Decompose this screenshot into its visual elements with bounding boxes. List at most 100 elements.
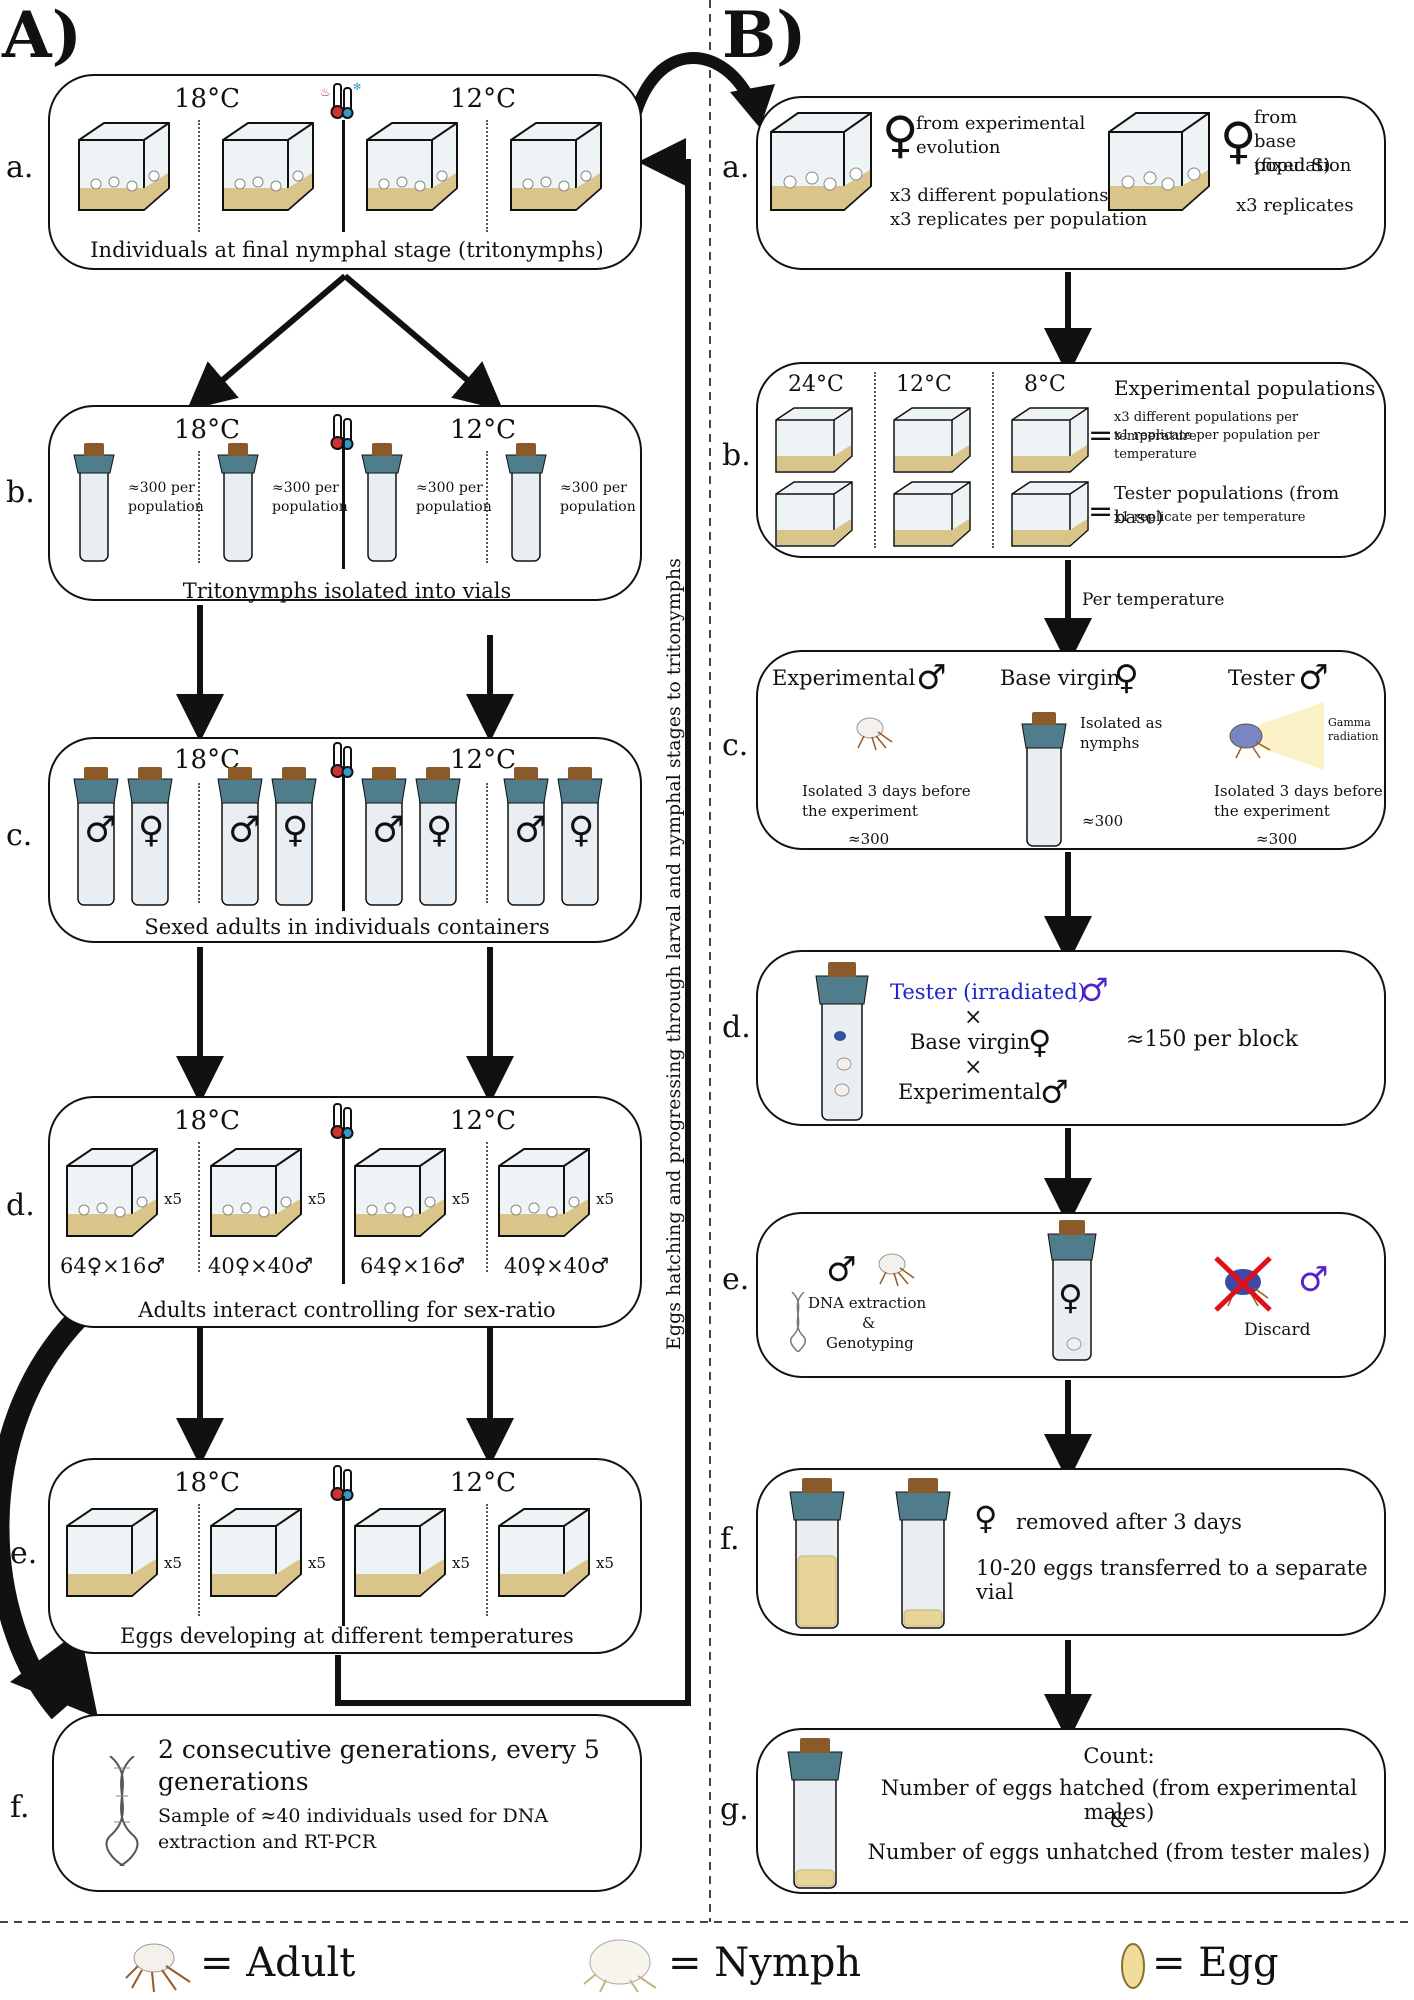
B-d-x-1: ×	[964, 1005, 983, 1030]
male-icon: ♂	[1298, 658, 1329, 698]
male-icon: ♂	[1040, 1073, 1069, 1111]
A-e-temp-18: 18°C	[174, 1468, 240, 1498]
B-g-line4: Number of eggs unhatched (from tester ma…	[867, 1840, 1371, 1864]
box-icon	[772, 404, 856, 480]
B-b-temp-24: 24°C	[788, 372, 844, 397]
thermometer-icon: ✻♨	[320, 80, 364, 124]
box-icon	[494, 1504, 594, 1608]
vial-icon	[788, 1476, 846, 1636]
female-icon: ♀	[426, 810, 453, 851]
B-b-temp-8: 8°C	[1024, 372, 1066, 397]
vial-icon	[360, 441, 404, 569]
discard-cross-icon	[1210, 1254, 1276, 1318]
box-icon	[772, 478, 856, 554]
vial-icon	[504, 441, 548, 569]
box-icon	[362, 118, 462, 222]
B-g-letter: g.	[720, 1792, 749, 1827]
A-d-mult: x5	[164, 1190, 183, 1208]
B-d-letter: d.	[722, 1010, 751, 1045]
box-icon	[206, 1144, 306, 1248]
svg-text:✻: ✻	[353, 82, 361, 93]
B-c-exp-line2: the experiment	[802, 802, 918, 820]
A-e-mult: x5	[164, 1554, 183, 1572]
male-icon: ♂	[1080, 971, 1109, 1009]
A-e-mult: x5	[452, 1554, 471, 1572]
A-c-temp-12: 12°C	[450, 745, 516, 775]
A-b-caption: Tritonymphs isolated into vials	[182, 579, 512, 603]
vial-icon	[72, 765, 120, 913]
box-icon	[74, 118, 174, 222]
B-g-line1: Count:	[1083, 1744, 1155, 1768]
A-b-count: ≈300 per population	[560, 480, 636, 515]
female-icon: ♀	[138, 810, 165, 851]
adult-legend-icon	[124, 1938, 196, 1998]
B-c-exp-line1: Isolated 3 days before	[802, 782, 971, 800]
box-icon	[1104, 108, 1214, 222]
B-a-left-line4: x3 replicates per population	[890, 209, 1148, 230]
B-c-tester-title: Tester	[1228, 666, 1295, 690]
dna-icon	[788, 1291, 808, 1356]
legend-adult: = Adult	[200, 1940, 356, 1986]
male-icon: ♂	[514, 810, 547, 851]
B-g-line3: &	[1109, 1808, 1129, 1832]
B-c-tester-line1: Isolated 3 days before	[1214, 782, 1383, 800]
vial-icon	[894, 1476, 952, 1636]
B-d-exp: Experimental	[898, 1080, 1042, 1104]
female-icon: ♀	[282, 810, 309, 851]
B-c-gamma-1: Gamma	[1328, 716, 1371, 729]
box-icon	[350, 1144, 450, 1248]
B-g-panel: Count: Number of eggs hatched (from expe…	[756, 1728, 1386, 1894]
B-c-tester-line2: the experiment	[1214, 802, 1330, 820]
A-f-panel: 2 consecutive generations, every 5 gener…	[52, 1714, 642, 1892]
A-f-letter: f.	[10, 1790, 30, 1825]
male-icon: ♂	[228, 810, 261, 851]
legend-egg: = Egg	[1152, 1940, 1279, 1986]
arrow-a-b-right	[343, 273, 504, 411]
thermometer-icon	[320, 1100, 364, 1144]
B-c-exp-count: ≈300	[848, 830, 890, 848]
A-a-temp-18: 18°C	[174, 84, 240, 114]
section-a-title: A)	[2, 0, 82, 73]
male-icon: ♂	[916, 658, 947, 698]
vial-icon	[502, 765, 550, 913]
A-d-mult: x5	[596, 1190, 615, 1208]
arrow-a-b-left	[186, 273, 347, 411]
female-icon: ♀	[568, 810, 595, 851]
B-a-left-line2: evolution	[916, 137, 1001, 158]
box-icon	[62, 1144, 162, 1248]
B-d-base: Base virgin	[910, 1030, 1031, 1054]
B-b-eq-1: =	[1088, 418, 1114, 453]
A-e-mult: x5	[596, 1554, 615, 1572]
A-e-caption: Eggs developing at different temperature…	[120, 1624, 574, 1648]
B-a-panel: ♀ from experimental evolution x3 differe…	[756, 96, 1386, 270]
loop-label: Eggs hatching and progressing through la…	[663, 558, 685, 1350]
vial-icon	[786, 1736, 844, 1896]
A-f-line1: 2 consecutive generations, every 5	[158, 1735, 600, 1764]
B-d-tester: Tester (irradiated)	[890, 980, 1086, 1004]
B-a-letter: a.	[722, 150, 750, 185]
male-icon: ♂	[826, 1250, 857, 1290]
vial-icon	[360, 765, 408, 913]
B-f-line2: 10-20 eggs transferred to a separate via…	[976, 1556, 1368, 1604]
B-e-panel: ♂ DNA extraction & Genotyping ♀ ♂ Discar…	[756, 1212, 1386, 1378]
B-b-temp-12: 12°C	[896, 372, 952, 397]
A-b-letter: b.	[6, 475, 35, 510]
B-e-dna-3: Genotyping	[826, 1334, 914, 1352]
A-d-temp-18: 18°C	[174, 1106, 240, 1136]
B-f-letter: f.	[720, 1522, 740, 1557]
B-f-line1: removed after 3 days	[1016, 1510, 1242, 1534]
dna-icon	[100, 1755, 144, 1870]
vial-icon	[414, 765, 462, 913]
egg-legend-icon	[1118, 1940, 1148, 1996]
box-icon	[890, 478, 974, 554]
female-icon: ♀	[882, 106, 919, 164]
B-d-block: ≈150 per block	[1126, 1027, 1299, 1052]
B-b-tester-title: Tester populations (from base)	[1114, 483, 1340, 528]
female-icon: ♀	[1058, 1278, 1083, 1318]
B-c-exp-title: Experimental	[772, 666, 916, 690]
A-d-panel: 18°C 12°C x5 x5 x5 x5 64♀×16♂ 40♀×40♂ 64…	[48, 1096, 642, 1328]
male-icon: ♂	[1298, 1260, 1329, 1300]
B-g-line2: Number of eggs hatched (from experimenta…	[880, 1776, 1358, 1824]
mite-icon	[872, 1248, 920, 1292]
B-e-discard: Discard	[1244, 1320, 1311, 1340]
